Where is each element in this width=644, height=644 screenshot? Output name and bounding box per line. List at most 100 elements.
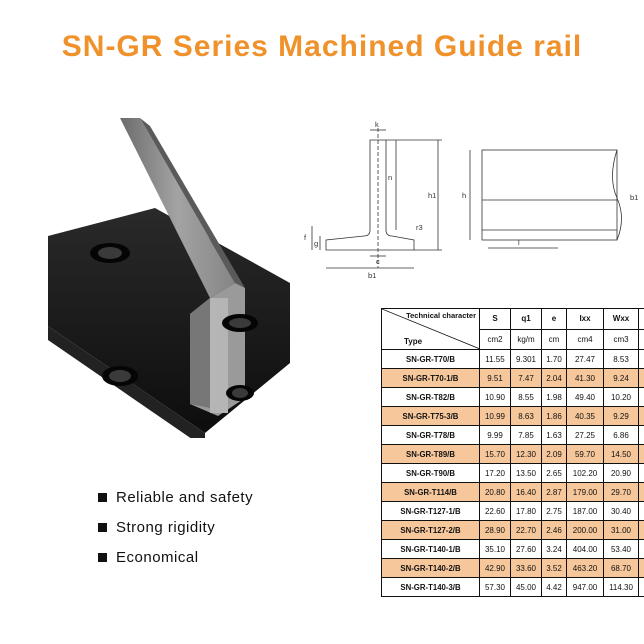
type-cell: SN-GR-T75-3/B: [381, 406, 480, 426]
value-cell: 3.24: [541, 539, 567, 559]
type-cell: SN-GR-T78/B: [381, 425, 480, 445]
corner-bottom-label: Type: [404, 337, 423, 346]
col-header: Ixx: [566, 308, 604, 330]
value-cell: 57.30: [479, 577, 511, 597]
value-cell: [638, 349, 644, 369]
value-cell: 20.90: [603, 463, 639, 483]
value-cell: 68.70: [603, 558, 639, 578]
value-cell: 2.09: [541, 444, 567, 464]
value-cell: 2.75: [541, 501, 567, 521]
value-cell: 102.20: [566, 463, 604, 483]
col-header: e: [541, 308, 567, 330]
value-cell: 1.63: [541, 425, 567, 445]
value-cell: [638, 482, 644, 502]
value-cell: [638, 520, 644, 540]
col-header: q1: [510, 308, 542, 330]
value-cell: 9.301: [510, 349, 542, 369]
value-cell: [638, 558, 644, 578]
value-cell: 1.98: [541, 387, 567, 407]
dim-b1-side: b1: [630, 193, 638, 202]
value-cell: 9.29: [603, 406, 639, 426]
col-header-overflow: [638, 308, 644, 330]
value-cell: 40.35: [566, 406, 604, 426]
value-cell: [638, 501, 644, 521]
value-cell: 463.20: [566, 558, 604, 578]
value-cell: 1.86: [541, 406, 567, 426]
feature-list: Reliable and safety Strong rigidity Econ…: [98, 482, 253, 572]
value-cell: 9.24: [603, 368, 639, 388]
unit-cell: cm: [541, 328, 567, 350]
value-cell: 22.70: [510, 520, 542, 540]
value-cell: [638, 368, 644, 388]
value-cell: 33.60: [510, 558, 542, 578]
type-cell: SN-GR-T90/B: [381, 463, 480, 483]
guide-rail-photo: [48, 118, 290, 438]
value-cell: 16.40: [510, 482, 542, 502]
dim-k: k: [375, 120, 379, 129]
value-cell: 2.87: [541, 482, 567, 502]
value-cell: 2.65: [541, 463, 567, 483]
dim-h: h: [462, 191, 466, 200]
type-cell: SN-GR-T140-2/B: [381, 558, 480, 578]
value-cell: 53.40: [603, 539, 639, 559]
value-cell: 13.50: [510, 463, 542, 483]
value-cell: [638, 577, 644, 597]
page-title: SN-GR Series Machined Guide rail: [61, 30, 583, 63]
value-cell: 9.51: [479, 368, 511, 388]
value-cell: 6.86: [603, 425, 639, 445]
value-cell: 7.47: [510, 368, 542, 388]
value-cell: 15.70: [479, 444, 511, 464]
value-cell: 27.25: [566, 425, 604, 445]
bullet-square-icon: [98, 492, 107, 502]
value-cell: [638, 444, 644, 464]
value-cell: 27.60: [510, 539, 542, 559]
value-cell: 42.90: [479, 558, 511, 578]
value-cell: 187.00: [566, 501, 604, 521]
feature-item: Economical: [98, 542, 253, 572]
value-cell: [638, 539, 644, 559]
type-cell: SN-GR-T114/B: [381, 482, 480, 502]
value-cell: 947.00: [566, 577, 604, 597]
value-cell: 22.60: [479, 501, 511, 521]
unit-cell: cm4: [566, 328, 604, 350]
value-cell: [638, 406, 644, 426]
value-cell: 2.04: [541, 368, 567, 388]
value-cell: 12.30: [510, 444, 542, 464]
table-header-row: Technical character Type S q1 e Ixx Wxx: [381, 308, 644, 350]
value-cell: 404.00: [566, 539, 604, 559]
value-cell: 8.53: [603, 349, 639, 369]
value-cell: 8.63: [510, 406, 542, 426]
col-header: Wxx: [603, 308, 639, 330]
feature-item: Strong rigidity: [98, 512, 253, 542]
type-cell: SN-GR-T70/B: [381, 349, 480, 369]
value-cell: 7.85: [510, 425, 542, 445]
value-cell: 20.80: [479, 482, 511, 502]
value-cell: 17.80: [510, 501, 542, 521]
value-cell: 2.46: [541, 520, 567, 540]
type-cell: SN-GR-T127-1/B: [381, 501, 480, 521]
value-cell: 11.55: [479, 349, 511, 369]
value-cell: 17.20: [479, 463, 511, 483]
value-cell: 10.90: [479, 387, 511, 407]
value-cell: 41.30: [566, 368, 604, 388]
spec-table-wrapper: Technical character Type S q1 e Ixx Wxx …: [381, 308, 644, 597]
col-header: S: [479, 308, 511, 330]
type-cell: SN-GR-T89/B: [381, 444, 480, 464]
value-cell: 9.99: [479, 425, 511, 445]
type-cell: SN-GR-T127-2/B: [381, 520, 480, 540]
unit-cell: cm2: [479, 328, 511, 350]
corner-top-label: Technical character: [406, 311, 476, 320]
type-cell: SN-GR-T140-1/B: [381, 539, 480, 559]
unit-cell-overflow: [638, 328, 644, 350]
value-cell: 10.20: [603, 387, 639, 407]
feature-item: Reliable and safety: [98, 482, 253, 512]
dim-c: c: [376, 257, 380, 266]
value-cell: 114.30: [603, 577, 639, 597]
